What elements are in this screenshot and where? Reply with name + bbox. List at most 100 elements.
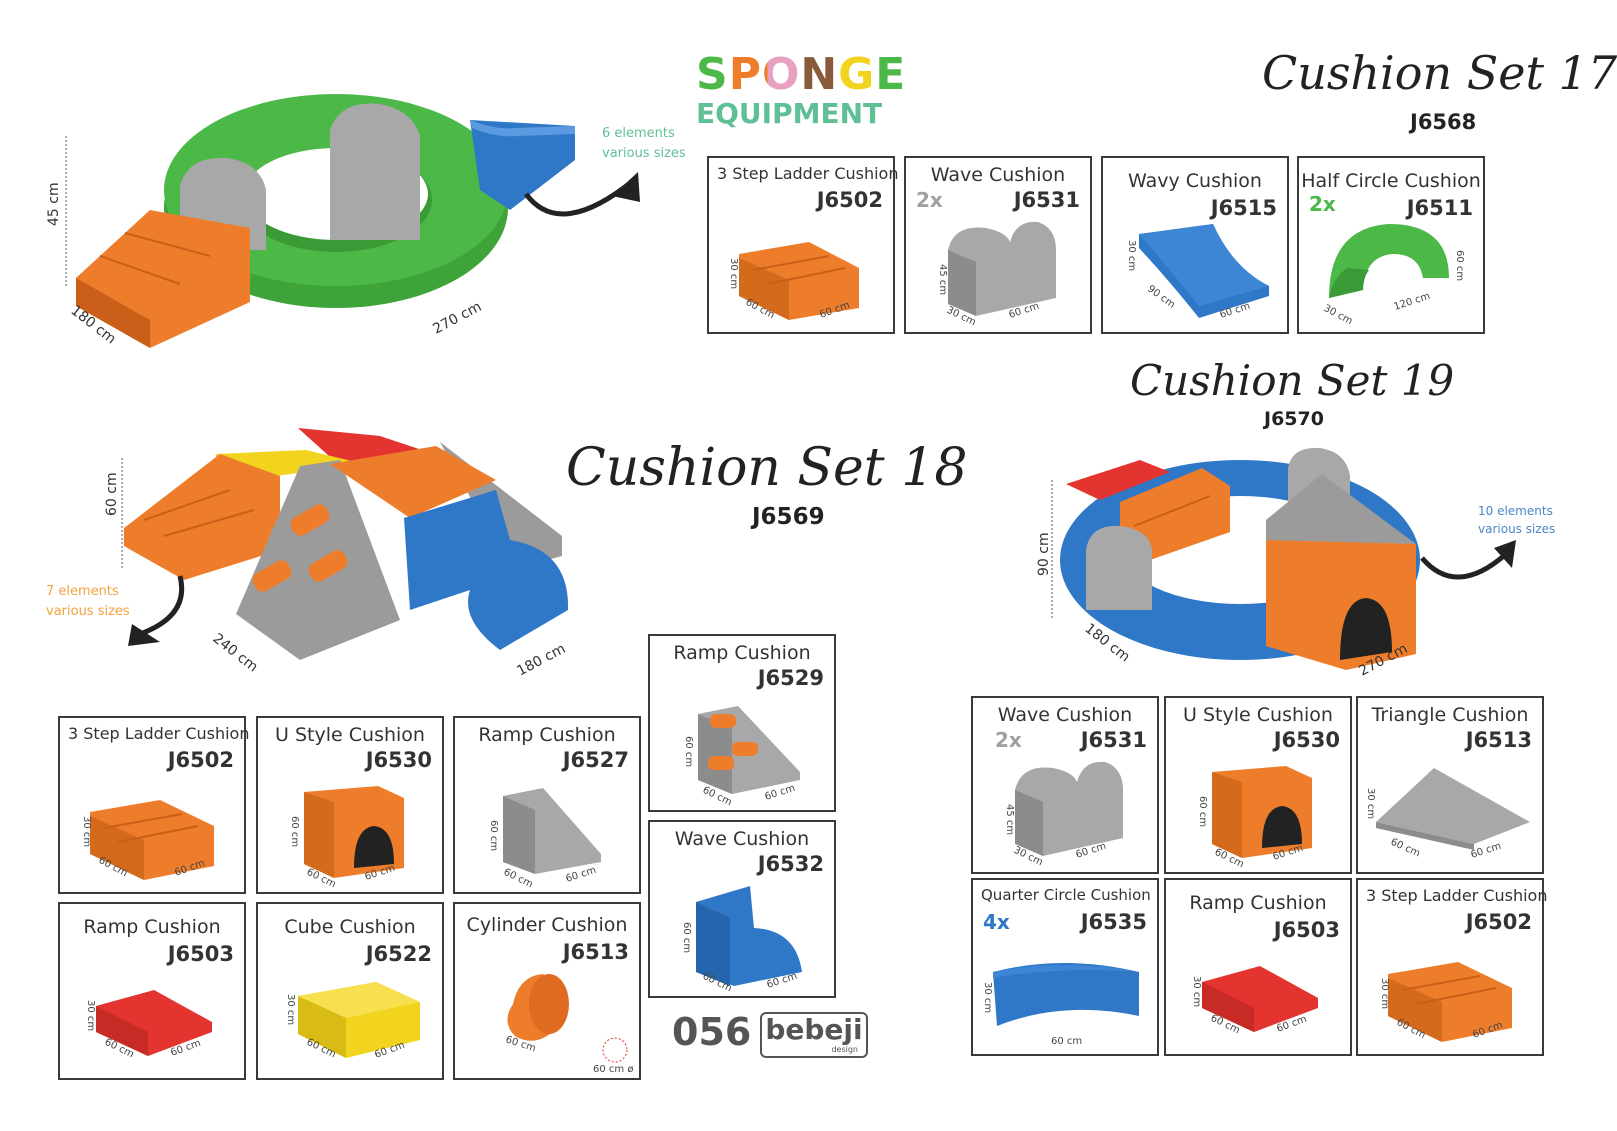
dim-d: 60 cm ø [593,1064,633,1075]
set19-card-ramp[interactable]: Ramp Cushion J6503 30 cm 60 cm 60 cm [1164,878,1352,1056]
set17-code: J6568 [1410,110,1477,134]
set19-dim-h: 90 cm [1036,532,1052,576]
set19-card-triangle[interactable]: Triangle Cushion J6513 30 cm 60 cm 60 cm [1356,696,1544,874]
set19-card-ladder[interactable]: 3 Step Ladder Cushion J6502 30 cm 60 cm … [1356,878,1548,1056]
set18-title: Cushion Set 18 [566,438,968,498]
set17-title: Cushion Set 17 [1262,46,1617,100]
dim-d: 60 cm [565,865,598,885]
dim-d: 120 cm [1393,291,1432,313]
card-qty: 2x [916,188,943,212]
dim-h: 60 cm [289,816,300,847]
set17-card-halfcircle[interactable]: Half Circle Cushion 2x J6511 60 cm 30 cm… [1297,156,1485,334]
card-name: 3 Step Ladder Cushion [1366,886,1548,905]
set18-card-cylinder[interactable]: Cylinder Cushion J6513 60 cm 60 cm ø [453,902,641,1080]
dim-h: 60 cm [681,922,692,953]
card-code: J6529 [757,666,824,690]
card-name: U Style Cushion [1183,704,1333,726]
gray-roof [1266,474,1416,560]
set19-note-2: various sizes [1478,522,1556,536]
dim-h: 30 cm [1379,978,1390,1009]
card-qty: 4x [983,910,1010,934]
dim-h: 60 cm [488,820,499,851]
set19-note: 10 elements various sizes [1478,502,1555,538]
card-name: 3 Step Ladder Cushion [68,724,250,743]
set17-card-wavy[interactable]: Wavy Cushion J6515 30 cm 90 cm 60 cm [1101,156,1289,334]
dim-w: 60 cm [1051,1036,1082,1047]
card-qty: 2x [1309,192,1336,216]
orange-steps-18 [124,454,280,580]
set18-dim-d: 180 cm [514,641,568,680]
set19-card-ustyle[interactable]: U Style Cushion J6530 60 cm 60 cm 60 cm [1164,696,1352,874]
set17-arrow-head [612,172,640,202]
card-code: J6513 [562,940,629,964]
set17-note: 6 elements various sizes [602,124,686,164]
set19-card-quarter[interactable]: Quarter Circle Cushion 4x J6535 30 cm 60… [971,878,1159,1056]
set17-note-2: various sizes [602,146,686,161]
set17-dim-h: 45 cm [46,182,62,226]
footer-logo-sub: design [831,1045,858,1054]
gray-wave-right [330,103,420,240]
card-name: 3 Step Ladder Cushion [717,164,899,183]
card-name: U Style Cushion [275,724,425,746]
set18-card-ustyle[interactable]: U Style Cushion J6530 60 cm 60 cm 60 cm [256,716,444,894]
dim-h: 30 cm [728,258,739,289]
card-code: J6522 [365,942,432,966]
set18-note-2: various sizes [46,604,130,619]
card-qty: 2x [995,728,1022,752]
card-name: Wavy Cushion [1128,170,1262,192]
set17-dim-d: 270 cm [430,299,484,338]
set17-note-1: 6 elements [602,126,675,141]
gray-climb-ramp [236,460,400,660]
card-code: J6502 [167,748,234,772]
dim-h: 30 cm [85,1000,96,1031]
card-name: Wave Cushion [997,704,1133,726]
blue-ramp [470,120,575,210]
blue-wave [404,490,569,650]
card-name: Triangle Cushion [1371,704,1529,726]
set19-card-wave[interactable]: Wave Cushion 2x J6531 45 cm 30 cm 60 cm [971,696,1159,874]
set19-note-1: 10 elements [1478,504,1553,518]
set18-card-ramp-6529[interactable]: Ramp Cushion J6529 60 cm 60 cm 60 cm [648,634,836,812]
card-code: J6502 [1465,910,1532,934]
footer-logo: bebeji design [760,1012,868,1058]
card-code: J6515 [1210,196,1277,220]
dim-h: 30 cm [81,816,92,847]
card-name: Ramp Cushion [1189,892,1327,914]
set18-card-ramp-6503[interactable]: Ramp Cushion J6503 30 cm 60 cm 60 cm [58,902,246,1080]
card-code: J6513 [1465,728,1532,752]
dim-h: 60 cm [1197,796,1208,827]
orange-steps-19 [1120,468,1230,560]
brand-line2: EQUIPMENT [696,97,883,130]
set18-card-ramp-6527[interactable]: Ramp Cushion J6527 60 cm 60 cm 60 cm [453,716,641,894]
dim-w: 30 cm [1322,303,1355,327]
set17-illustration: 45 cm 180 cm 270 cm [46,94,636,348]
card-name: Ramp Cushion [83,916,221,938]
orange-steps-shade [76,278,150,348]
brand-logo: SPONGE EQUIPMENT [696,52,906,130]
card-name: Cylinder Cushion [466,914,628,936]
dim-h: 30 cm [1191,976,1202,1007]
card-code: J6530 [365,748,432,772]
set17-card-ladder[interactable]: 3 Step Ladder Cushion J6502 30 cm 60 cm … [707,156,899,334]
gray-wave-19a [1086,525,1152,610]
set19-title: Cushion Set 19 [1130,356,1455,405]
card-code: J6531 [1013,188,1080,212]
dim-h: 30 cm [1365,788,1376,819]
card-name: Wave Cushion [930,164,1066,186]
set18-card-wave-6532[interactable]: Wave Cushion J6532 60 cm 60 cm 60 cm [648,820,836,998]
dim-h: 45 cm [937,264,948,295]
set18-card-cube[interactable]: Cube Cushion J6522 30 cm 60 cm 60 cm [256,902,444,1080]
card-code: J6535 [1080,910,1147,934]
set18-illustration: 60 cm 240 cm 180 cm [104,428,569,680]
dim-w: 60 cm [1389,837,1422,860]
set19-code: J6570 [1264,408,1324,430]
dim-h: 60 cm [1454,250,1465,281]
card-name: Ramp Cushion [673,642,811,664]
dim-h: 30 cm [1126,240,1137,271]
set18-card-ladder[interactable]: 3 Step Ladder Cushion J6502 30 cm 60 cm … [58,716,250,894]
card-code: J6532 [757,852,824,876]
set17-card-wave[interactable]: Wave Cushion 2x J6531 45 cm 30 cm 60 cm [904,156,1092,334]
page-number: 056 [672,1010,752,1054]
card-code: J6502 [816,188,883,212]
brand-line1: SPONGE [696,49,907,100]
